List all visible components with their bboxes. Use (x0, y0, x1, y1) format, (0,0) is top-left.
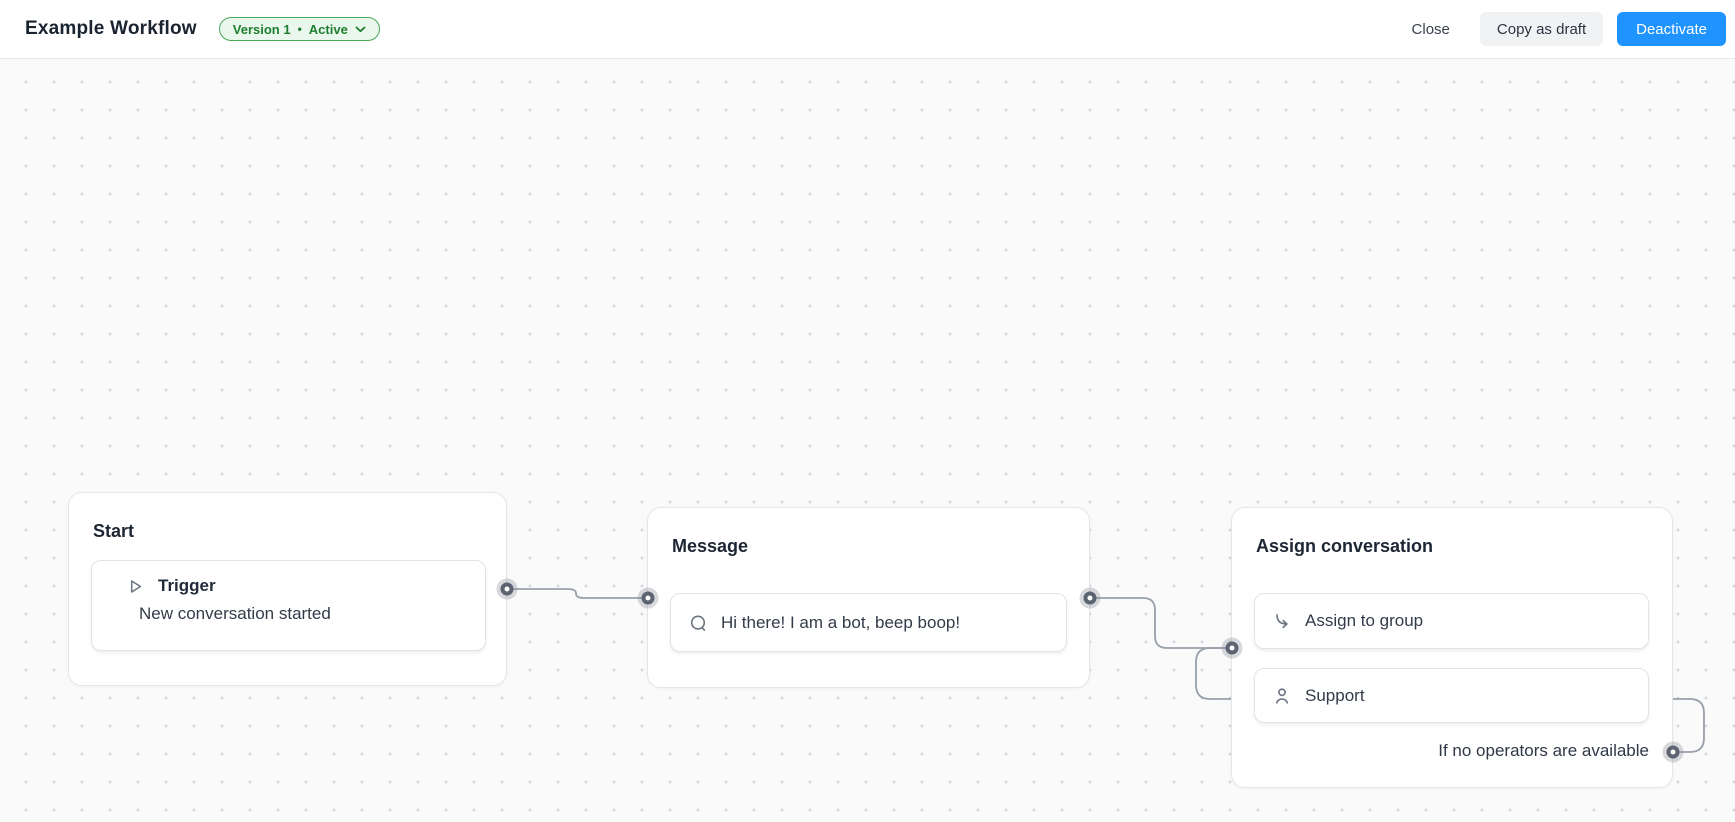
trigger-title: Trigger (158, 576, 216, 595)
chevron-down-icon (355, 26, 366, 33)
team-card[interactable]: Support (1254, 668, 1649, 723)
arrow-hook-right-icon (1272, 611, 1292, 631)
assign-to-group-card[interactable]: Assign to group (1254, 593, 1649, 649)
version-status-badge[interactable]: Version 1 • Active (218, 17, 380, 41)
start-output-port[interactable] (500, 582, 514, 596)
close-button[interactable]: Close (1398, 12, 1464, 47)
chat-bubble-icon (688, 613, 708, 633)
assign-input-port[interactable] (1225, 641, 1239, 655)
node-start[interactable]: Start Trigger New conversation started (68, 492, 507, 686)
edge-message-to-assign (1089, 597, 1233, 649)
copy-as-draft-button[interactable]: Copy as draft (1479, 12, 1604, 46)
message-input-port[interactable] (641, 591, 655, 605)
message-card[interactable]: Hi there! I am a bot, beep boop! (670, 593, 1067, 652)
team-label: Support (1305, 685, 1365, 705)
top-bar: Example Workflow Version 1 • Active Clos… (0, 0, 1735, 59)
version-label: Version 1 (232, 21, 291, 37)
badge-separator: • (297, 22, 302, 36)
fallback-output-port[interactable] (1666, 745, 1680, 759)
node-message[interactable]: Message Hi there! I am a bot, beep boop! (647, 507, 1090, 688)
node-start-title: Start (93, 521, 135, 541)
deactivate-button[interactable]: Deactivate (1617, 12, 1726, 46)
trigger-card[interactable]: Trigger New conversation started (91, 560, 486, 651)
page-title: Example Workflow (25, 18, 197, 39)
person-icon (1272, 686, 1292, 706)
node-assign-title: Assign conversation (1256, 536, 1434, 556)
edge-start-to-message (506, 588, 649, 599)
assign-action-label: Assign to group (1305, 611, 1424, 630)
status-label: Active (308, 21, 348, 37)
trigger-subtitle: New conversation started (139, 604, 331, 623)
play-icon (126, 577, 145, 596)
message-output-port[interactable] (1083, 591, 1097, 605)
node-message-title: Message (672, 536, 749, 556)
node-assign-conversation[interactable]: Assign conversation Assign to group Supp… (1231, 507, 1673, 788)
workflow-canvas[interactable]: Start Trigger New conversation started M… (0, 59, 1735, 822)
message-text: Hi there! I am a bot, beep boop! (721, 612, 961, 632)
fallback-branch-label: If no operators are available (1438, 741, 1649, 760)
